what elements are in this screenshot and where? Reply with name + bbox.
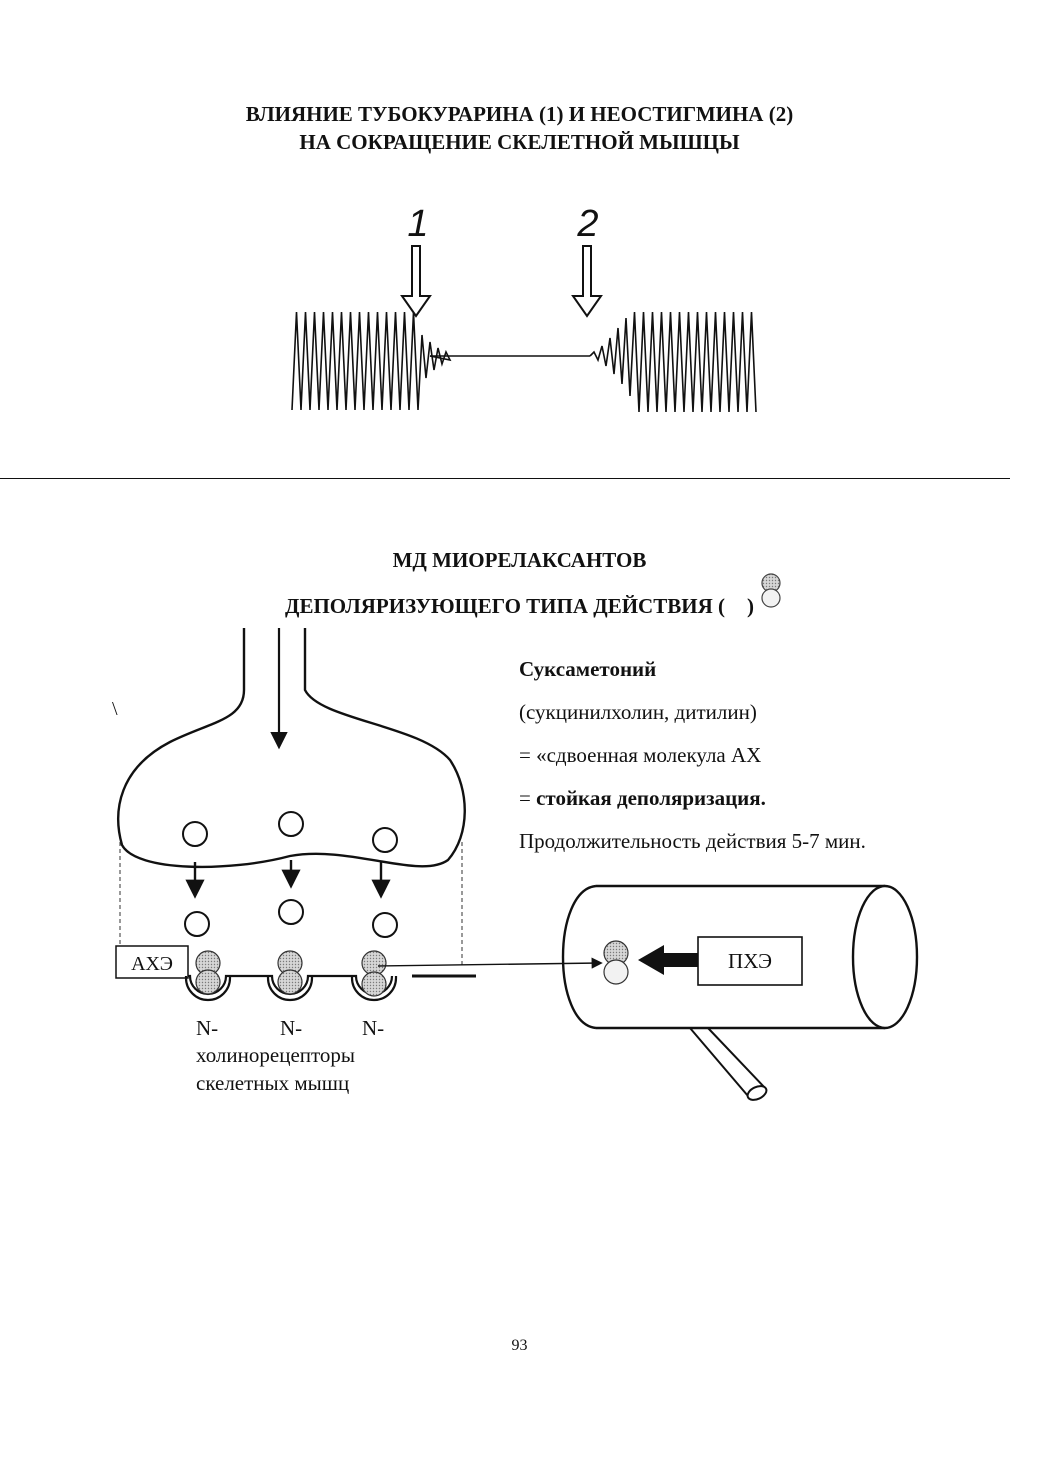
receptor-label-1: N- (196, 1016, 218, 1040)
arrow-down-icon (402, 246, 430, 316)
stray-backslash: \ (112, 698, 118, 720)
vesicle (373, 828, 397, 852)
contraction-trace-after (590, 312, 756, 412)
vesicle (279, 812, 303, 836)
receptor-caption-line2: скелетных мышц (196, 1071, 349, 1095)
vessel-branch-opening (745, 1083, 768, 1102)
ache-label: АХЭ (131, 953, 173, 975)
pche-label: ПХЭ (728, 949, 772, 973)
circulating-double-molecule (604, 941, 628, 984)
pche-arrow (638, 945, 698, 975)
vesicle (183, 822, 207, 846)
synapse-diagram: \ АХЭ (112, 628, 600, 1095)
receptor-caption-line1: холинорецепторы (196, 1043, 355, 1067)
arrow-down-icon (573, 246, 601, 316)
vessel-branch (690, 1028, 766, 1096)
bound-double-molecule (362, 951, 386, 996)
contraction-trace-group: 1 2 (292, 203, 756, 412)
released-molecule (279, 900, 303, 924)
blood-vessel: ПХЭ (563, 886, 917, 1103)
marker-2-label: 2 (576, 203, 598, 245)
receptor-label-2: N- (280, 1016, 302, 1040)
bound-double-molecule (278, 951, 302, 994)
released-molecule (185, 912, 209, 936)
bound-double-molecule (196, 951, 220, 994)
double-molecule-legend-icon (762, 574, 780, 607)
transport-arrow (378, 963, 600, 966)
released-molecule (373, 913, 397, 937)
receptor-label-3: N- (362, 1016, 384, 1040)
marker-1-label: 1 (407, 203, 428, 245)
contraction-trace-before (292, 312, 450, 410)
